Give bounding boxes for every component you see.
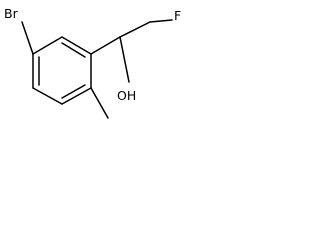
structure-diagram: Br F OH <box>4 6 181 119</box>
bond-ring-to-carbinol <box>90 36 121 55</box>
ring-double-bond-c1-c2 <box>61 42 86 58</box>
ring-bond-c1-c2 <box>61 36 92 55</box>
bond-carbinol-to-ch2 <box>119 21 151 38</box>
bond-ring-to-bromine <box>21 21 34 55</box>
ring-bond-c4-c5 <box>32 87 63 105</box>
ring-bond-c5-c6 <box>61 87 92 105</box>
bond-ch2-to-fluorine <box>149 19 173 23</box>
bond-ring-to-methyl <box>90 87 109 119</box>
hydroxyl-atom-label: OH <box>117 88 136 103</box>
bond-carbinol-to-hydroxyl <box>119 36 130 83</box>
ring-double-bond-c5-c6 <box>61 84 86 99</box>
fluorine-atom-label: F <box>174 8 181 23</box>
ring-bond-c2-c3 <box>32 36 63 55</box>
bromine-atom-label: Br <box>4 6 19 21</box>
